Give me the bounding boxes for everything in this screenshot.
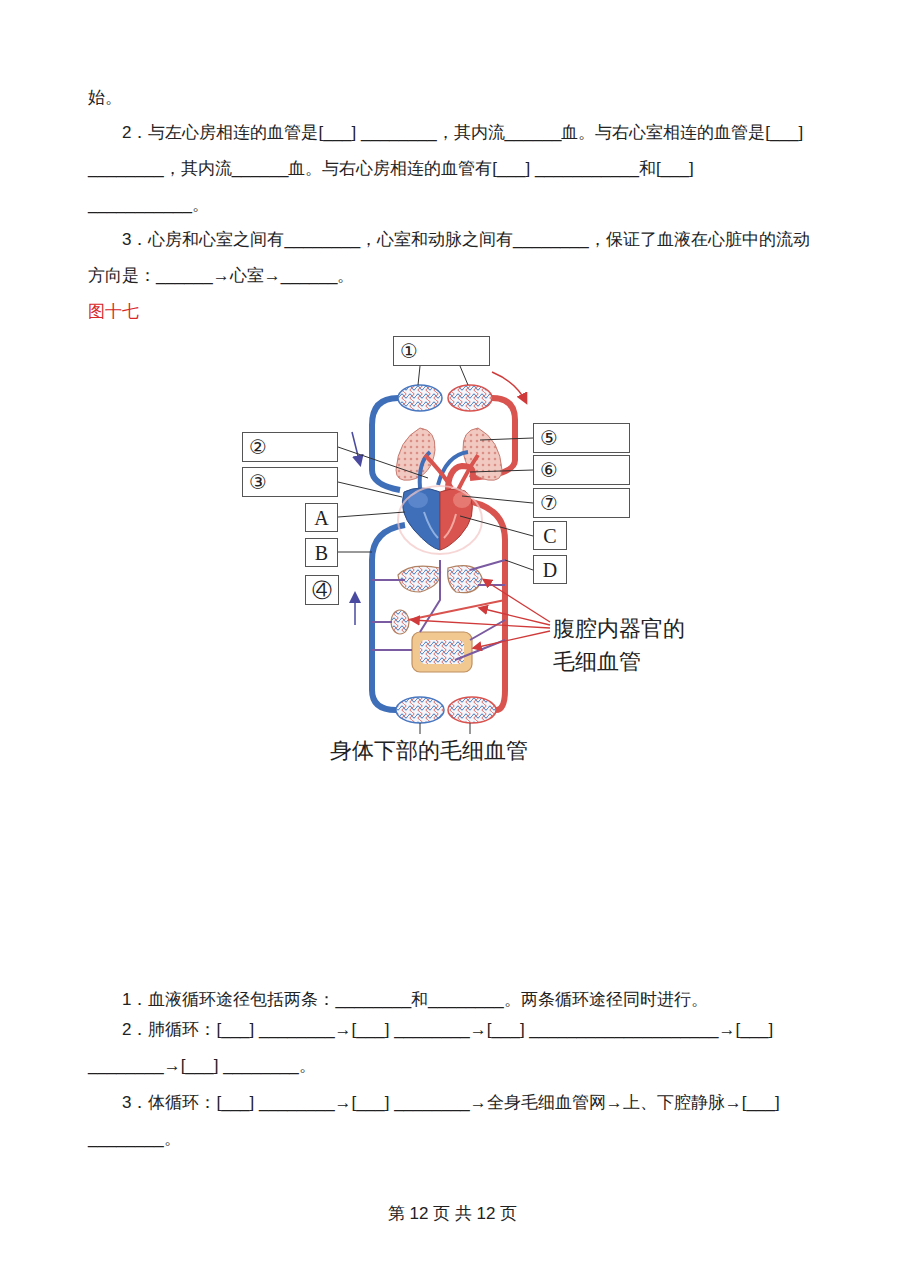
figure-number: 图十七 [88, 294, 288, 330]
region-label: 腹腔内器官的 毛细血管 [553, 612, 703, 678]
region-label: 身体下部的毛细血管 [330, 734, 528, 767]
callout-number: C [539, 526, 560, 546]
callout-number-box: ② [242, 432, 338, 462]
callout-number: ④ [308, 580, 336, 600]
callout-number: ⑦ [534, 493, 564, 513]
callout-number-box: ⑥ [533, 455, 630, 485]
body-text: 始。 [88, 80, 815, 116]
callout-letter-box: C [533, 521, 567, 550]
callout-letter-box: D [533, 555, 567, 584]
question-text: 3．体循环：[___] ________→[___] ________→全身毛细… [88, 1085, 815, 1157]
callout-number: ⑥ [534, 460, 564, 480]
callout-letter-box: ④ [305, 575, 339, 605]
callout-letter-box: A [305, 503, 338, 532]
callout-number-box: ③ [242, 467, 338, 497]
callout-number: ③ [243, 472, 273, 492]
callout-number: D [539, 560, 561, 580]
callout-number: ① [394, 341, 424, 361]
callout-number: A [310, 508, 332, 528]
callout-letter-box: B [305, 538, 338, 567]
callout-number-box: ⑦ [533, 488, 630, 518]
callout-number-box: ⑤ [533, 423, 630, 453]
callout-number: ② [243, 437, 273, 457]
page-footer: 第 12 页 共 12 页 [0, 1196, 905, 1232]
question-text: 1．血液循环途径包括两条：________和________。两条循环途径同时进… [88, 982, 815, 1018]
callout-number-box: ① [393, 336, 490, 366]
callout-number: B [311, 543, 332, 563]
question-text: 2．肺循环：[___] ________→[___] ________→[___… [88, 1012, 815, 1084]
callout-number: ⑤ [534, 428, 564, 448]
question-text: 3．心房和心室之间有________，心室和动脉之间有________，保证了血… [88, 222, 815, 294]
question-text: 2．与左心房相连的血管是[___] ________，其内流______血。与右… [88, 115, 815, 223]
